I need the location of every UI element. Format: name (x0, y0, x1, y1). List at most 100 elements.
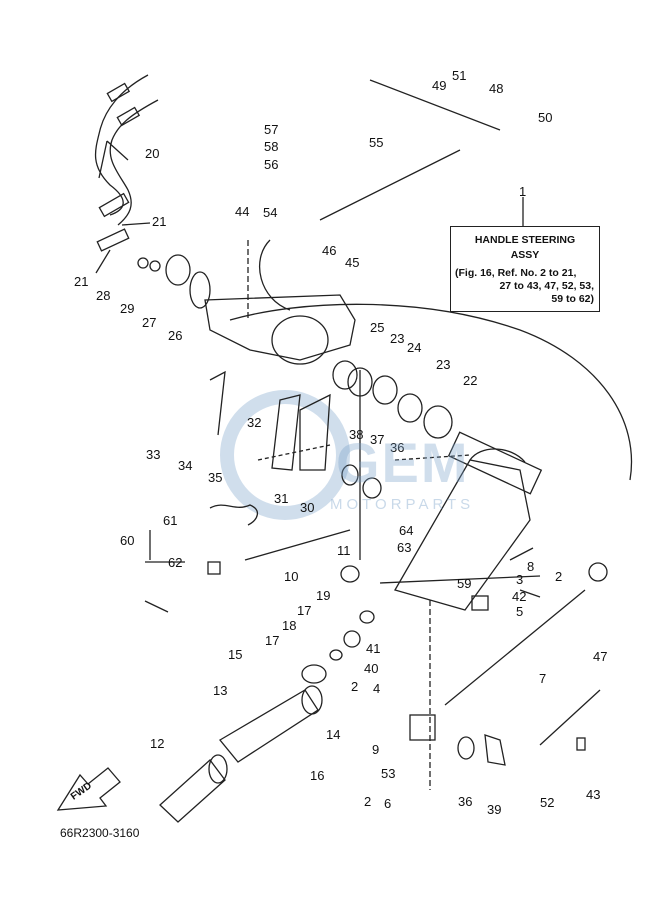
callout-61: 61 (163, 513, 178, 528)
callout-15: 15 (228, 647, 243, 662)
callout-5: 5 (516, 604, 524, 619)
callout-40: 40 (364, 661, 379, 676)
callout-55: 55 (369, 135, 384, 150)
part-10 (340, 565, 360, 583)
callout-30: 30 (300, 500, 315, 515)
callout-2: 2 (351, 679, 359, 694)
callout-9: 9 (372, 742, 380, 757)
callout-41: 41 (366, 641, 381, 656)
callout-23: 23 (436, 357, 451, 372)
callout-16: 16 (310, 768, 325, 783)
callout-10: 10 (284, 569, 299, 584)
part-26 (189, 271, 211, 309)
callout-36: 36 (458, 794, 473, 809)
callout-4: 4 (373, 681, 381, 696)
part-62 (207, 561, 221, 575)
callout-6: 6 (384, 796, 392, 811)
callout-13: 13 (213, 683, 228, 698)
callout-47: 47 (593, 649, 608, 664)
part-30 (299, 393, 331, 471)
callout-1: 1 (519, 184, 527, 199)
watermark-subtext: MOTORPARTS (330, 496, 475, 513)
callout-23: 23 (390, 331, 405, 346)
callout-37: 37 (370, 432, 385, 447)
diagram-code: 66R2300-3160 (60, 826, 140, 840)
part-42 (471, 595, 489, 611)
arm-33 (209, 370, 226, 436)
callout-12: 12 (150, 736, 165, 751)
callout-26: 26 (168, 328, 183, 343)
callout-18: 18 (282, 618, 297, 633)
callout-3: 3 (516, 572, 524, 587)
part-12 (159, 759, 226, 823)
callout-11: 11 (337, 543, 351, 558)
callout-20: 20 (145, 146, 160, 161)
callout-51: 51 (452, 68, 467, 83)
callout-28: 28 (96, 288, 111, 303)
assy-info-box: HANDLE STEERING ASSY (Fig. 16, Ref. No. … (450, 226, 600, 312)
callout-43: 43 (586, 787, 601, 802)
callout-27: 27 (142, 315, 157, 330)
callout-32: 32 (247, 415, 262, 430)
ring-37 (341, 464, 359, 486)
part-17 (329, 649, 343, 661)
callout-7: 7 (539, 671, 547, 686)
assy-title: HANDLE STEERING (474, 234, 576, 246)
ring-25 (332, 360, 358, 390)
cable-20b (109, 99, 159, 226)
assy-subtitle: ASSY (510, 249, 540, 261)
part-14 (301, 664, 327, 684)
callout-52: 52 (540, 795, 555, 810)
callout-64: 64 (399, 523, 414, 538)
callout-46: 46 (322, 243, 337, 258)
callout-45: 45 (345, 255, 360, 270)
callout-14: 14 (326, 727, 341, 742)
assy-ref-line-2: 27 to 43, 47, 52, 53, (499, 280, 594, 292)
callout-54: 54 (263, 205, 278, 220)
callout-50: 50 (538, 110, 553, 125)
part-39 (484, 734, 506, 766)
assy-ref-line-3: 59 to 62) (551, 293, 594, 305)
callout-59: 59 (457, 576, 472, 591)
callout-49: 49 (432, 78, 447, 93)
callout-36: 36 (390, 440, 405, 455)
part-9 (409, 714, 436, 741)
cable-47 (539, 689, 601, 746)
callout-53: 53 (381, 766, 396, 781)
part-27 (165, 254, 191, 286)
part-13 (219, 689, 319, 763)
callout-24: 24 (407, 340, 422, 355)
part-18 (343, 630, 361, 648)
callout-17: 17 (297, 603, 312, 618)
callout-38: 38 (349, 427, 364, 442)
spring-61 (209, 504, 258, 526)
ring-23b (397, 393, 423, 423)
assy-outline (229, 303, 633, 481)
callout-29: 29 (120, 301, 135, 316)
callout-63: 63 (397, 540, 412, 555)
callout-35: 35 (208, 470, 223, 485)
callout-33: 33 (146, 447, 161, 462)
plate-31 (271, 394, 301, 471)
callout-44: 44 (235, 204, 250, 219)
ring-36 (362, 477, 382, 499)
callout-17: 17 (265, 633, 280, 648)
assy-ref-line-1: (Fig. 16, Ref. No. 2 to 21, (455, 267, 577, 279)
part-43 (576, 737, 586, 751)
handle-tube (447, 431, 543, 495)
part-36b (457, 736, 475, 760)
ring-24 (372, 375, 398, 405)
callout-42: 42 (512, 589, 527, 604)
cable-upper (369, 79, 501, 131)
callout-21: 21 (74, 274, 89, 289)
callout-2: 2 (364, 794, 372, 809)
fwd-arrow (56, 767, 121, 811)
cable-60 (244, 529, 351, 561)
callout-56: 56 (264, 157, 279, 172)
callout-39: 39 (487, 802, 502, 817)
watermark-circle (220, 390, 350, 520)
callout-19: 19 (316, 588, 331, 603)
callout-34: 34 (178, 458, 193, 473)
callout-31: 31 (274, 491, 289, 506)
